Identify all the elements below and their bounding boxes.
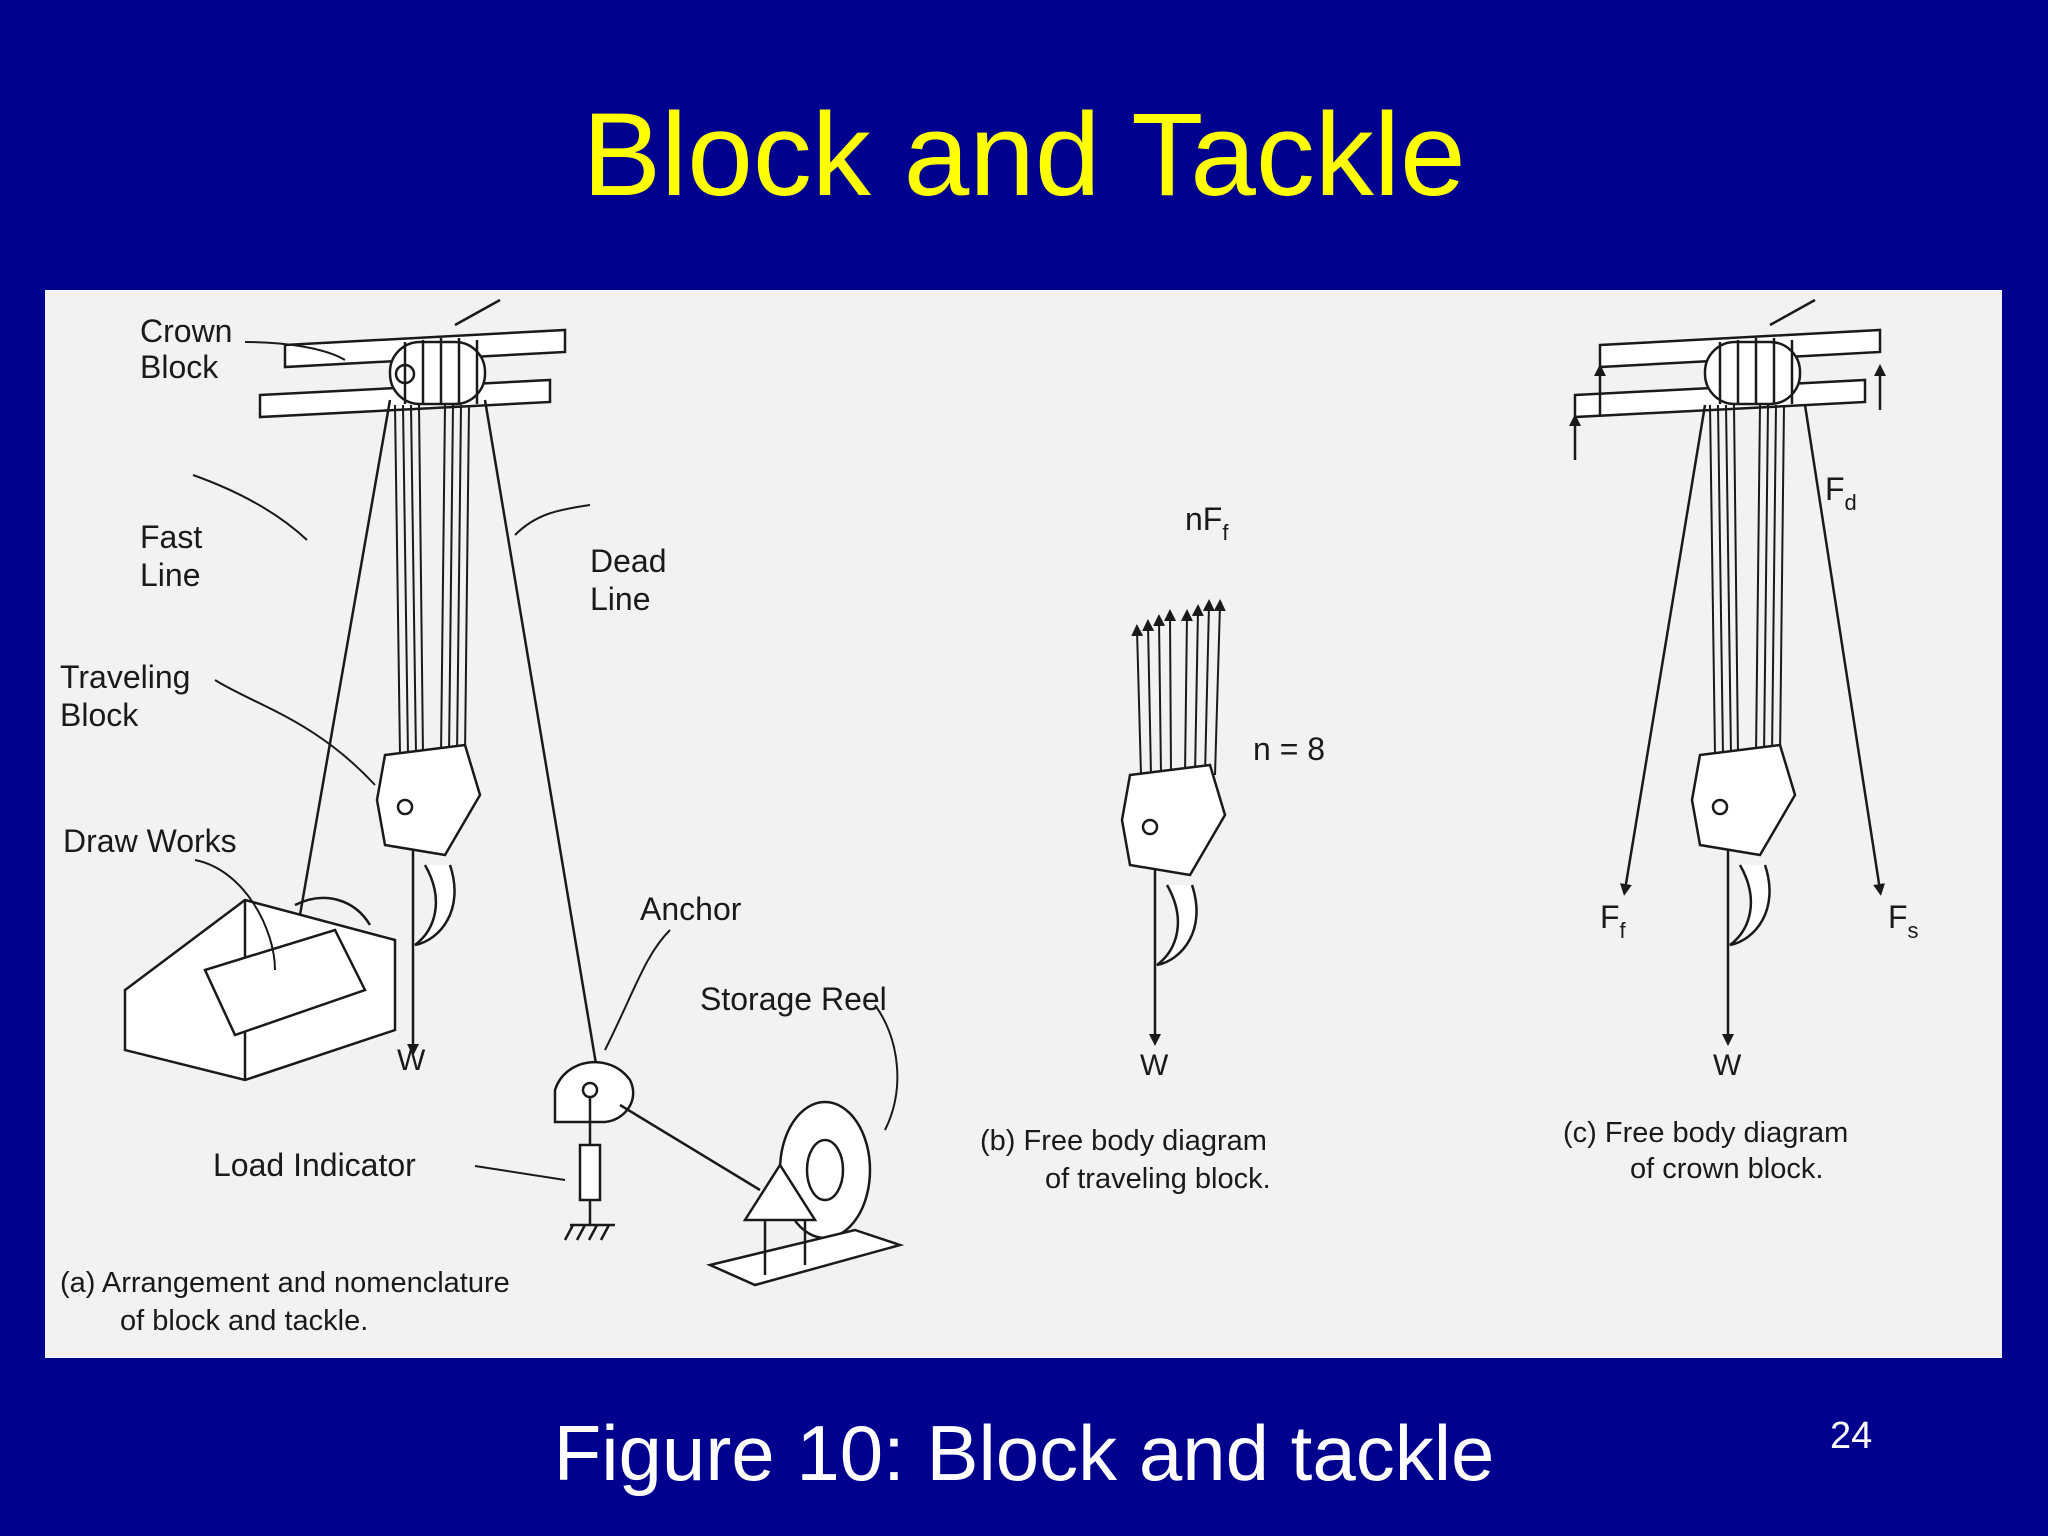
force-arrows-nff bbox=[1131, 599, 1226, 776]
caption-a-line1: (a) Arrangement and nomenclature bbox=[60, 1267, 510, 1299]
dead-line-rope bbox=[483, 399, 602, 1089]
label-draw-works: Draw Works bbox=[63, 823, 237, 859]
leader-lines-a bbox=[192, 341, 899, 1181]
label-fs-sub: s bbox=[1908, 918, 1919, 943]
label-n-equals: n = 8 bbox=[1253, 731, 1325, 767]
label-dead-line-line2: Line bbox=[590, 581, 651, 617]
panel-b-traveling-block-fbd bbox=[1120, 599, 1227, 1046]
label-crown-block-line2: Block bbox=[140, 349, 219, 385]
label-nff: nFf bbox=[1185, 501, 1229, 545]
fast-line-force bbox=[1620, 404, 1707, 896]
crown-block-shape bbox=[258, 298, 567, 419]
storage-line-rope bbox=[619, 1103, 761, 1192]
traveling-block-fbd-shape bbox=[1120, 763, 1227, 1046]
figure-caption: Figure 10: Block and tackle bbox=[553, 1409, 1495, 1497]
label-fd-sub: d bbox=[1845, 490, 1857, 515]
label-crown-block-line1: Crown bbox=[140, 313, 232, 349]
label-traveling-block-line2: Block bbox=[60, 697, 139, 733]
panel-b-labels: nFf n = 8 W (b) Free body diagram of tra… bbox=[980, 501, 1325, 1195]
crown-block-fbd-shape bbox=[1569, 298, 1886, 460]
label-nff-base: nF bbox=[1185, 501, 1222, 537]
caption-b-line1: (b) Free body diagram bbox=[980, 1125, 1267, 1157]
label-anchor: Anchor bbox=[640, 891, 742, 927]
label-traveling-block-line1: Traveling bbox=[60, 659, 190, 695]
block-and-tackle-figure: Crown Block Fast Line Dead Line Travelin… bbox=[45, 290, 2002, 1358]
dead-line-force bbox=[1803, 404, 1886, 896]
label-fd: Fd bbox=[1825, 471, 1857, 515]
figure-drawing: Crown Block Fast Line Dead Line Travelin… bbox=[60, 298, 1919, 1337]
traveling-block-shape bbox=[375, 743, 482, 1056]
caption-c-line1: (c) Free body diagram bbox=[1563, 1117, 1848, 1149]
panel-a-labels: Crown Block Fast Line Dead Line Travelin… bbox=[60, 313, 887, 1337]
caption-c-line2: of crown block. bbox=[1630, 1153, 1823, 1185]
label-weight-c: W bbox=[1713, 1049, 1742, 1082]
page-number: 24 bbox=[1830, 1415, 1873, 1457]
label-dead-line-line1: Dead bbox=[590, 543, 667, 579]
label-ff: Ff bbox=[1600, 899, 1627, 943]
fast-line-rope bbox=[291, 399, 392, 956]
anchor-shape bbox=[553, 1060, 635, 1241]
label-storage-reel: Storage Reel bbox=[700, 981, 887, 1017]
slide-title: Block and Tackle bbox=[582, 89, 1466, 221]
label-fast-line-line2: Line bbox=[140, 557, 201, 593]
panel-c-crown-block-fbd bbox=[1569, 298, 1886, 1046]
reeving-lines bbox=[394, 404, 470, 756]
traveling-block-c-shape bbox=[1690, 743, 1797, 1046]
panel-a-arrangement bbox=[123, 298, 905, 1287]
label-weight-b: W bbox=[1140, 1049, 1169, 1082]
storage-reel-shape bbox=[706, 1100, 905, 1287]
label-fs-base: F bbox=[1888, 899, 1908, 935]
caption-b-line2: of traveling block. bbox=[1045, 1163, 1271, 1195]
draw-works-shape bbox=[123, 896, 397, 1082]
label-ff-base: F bbox=[1600, 899, 1620, 935]
label-ff-sub: f bbox=[1620, 918, 1627, 943]
label-fd-base: F bbox=[1825, 471, 1845, 507]
caption-a-line2: of block and tackle. bbox=[120, 1305, 368, 1337]
label-load-indicator: Load Indicator bbox=[213, 1147, 416, 1183]
label-fs: Fs bbox=[1888, 899, 1919, 943]
label-nff-sub: f bbox=[1222, 520, 1229, 545]
reeving-lines-c bbox=[1709, 404, 1785, 756]
panel-c-labels: Fd Ff Fs W (c) Free body diagram of crow… bbox=[1563, 471, 1919, 1185]
label-weight-a: W bbox=[397, 1044, 426, 1077]
label-fast-line-line1: Fast bbox=[140, 519, 202, 555]
